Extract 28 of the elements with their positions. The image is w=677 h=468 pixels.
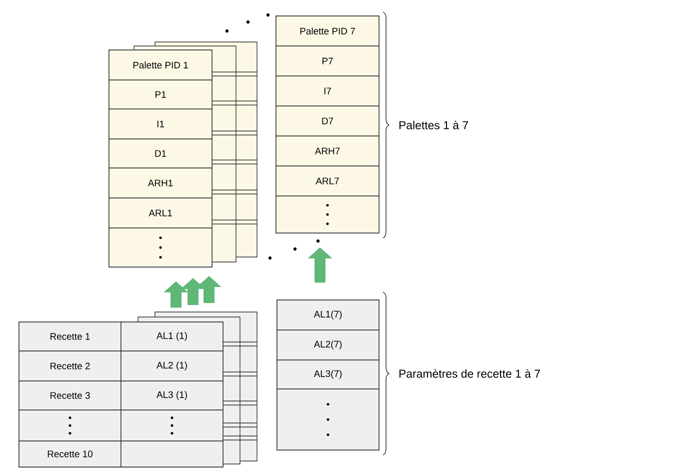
- table-cell: ARH1: [108, 168, 212, 198]
- table-cell: AL3(7): [276, 360, 380, 390]
- table-cell: Recette 10: [18, 440, 122, 468]
- table-cell: AL2(7): [276, 330, 380, 360]
- table-cell: ARL1: [108, 198, 212, 228]
- recipe-table: [18, 322, 224, 468]
- table-cell: P1: [108, 80, 212, 110]
- palette-table: [276, 16, 380, 234]
- table-cell: D7: [276, 106, 380, 136]
- table-cell: AL3 (1): [120, 380, 224, 410]
- table-cell: AL1 (1): [120, 322, 224, 352]
- table-cell: Palette PID 7: [276, 16, 380, 46]
- table-cell: ARH7: [276, 136, 380, 166]
- recipe-table: [276, 300, 380, 450]
- table-cell: AL2 (1): [120, 350, 224, 382]
- table-cell: AL1(7): [276, 300, 380, 330]
- table-cell: ARL7: [276, 166, 380, 196]
- table-cell: D1: [108, 138, 212, 168]
- table-cell: I7: [276, 76, 380, 106]
- group-label: Paramètres de recette 1 à 7: [399, 369, 540, 378]
- table-cell: Palette PID 1: [108, 50, 212, 80]
- table-cell: Recette 3: [18, 380, 122, 410]
- group-label: Palettes 1 à 7: [399, 120, 468, 130]
- table-cell: I1: [108, 108, 212, 140]
- table-cell: Recette 1: [18, 322, 122, 352]
- table-cell: P7: [276, 46, 380, 76]
- table-cell: Recette 2: [18, 350, 122, 382]
- palette-table: [108, 50, 212, 268]
